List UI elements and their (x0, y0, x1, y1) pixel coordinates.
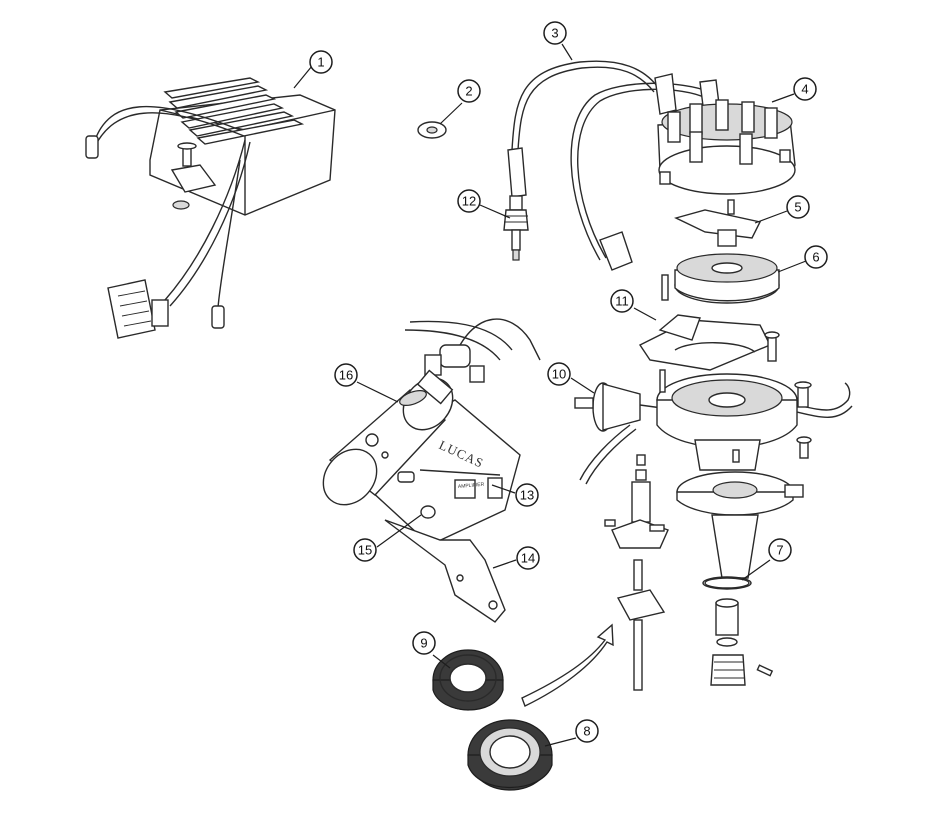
amplifier-module (85, 77, 336, 339)
callout-2: 2 (457, 79, 481, 103)
vacuum-unit (574, 382, 663, 485)
distributor-shaft (604, 454, 669, 691)
callout-4: 4 (793, 77, 817, 101)
distributor-body (656, 369, 853, 471)
callout-1-label: 1 (317, 55, 324, 70)
distributor-cap (657, 99, 796, 195)
callout-8: 8 (575, 719, 599, 743)
rotor-arm (674, 199, 762, 247)
pickup-module (638, 274, 780, 371)
callout-8-label: 8 (583, 724, 590, 739)
callout-7: 7 (768, 538, 792, 562)
callout-14: 14 (516, 546, 540, 570)
callout-13-label: 13 (520, 488, 534, 503)
distributor-housing (676, 471, 804, 590)
coil-assembly: LUCAS AMPLIFIER (322, 318, 541, 623)
callout-9: 9 (412, 631, 436, 655)
callout-10: 10 (547, 362, 571, 386)
callout-16-label: 16 (339, 368, 353, 383)
callout-3: 3 (543, 21, 567, 45)
callout-5: 5 (786, 195, 810, 219)
callout-11-label: 11 (615, 294, 629, 309)
callout-6: 6 (804, 245, 828, 269)
callout-14-label: 14 (521, 551, 535, 566)
callout-9-label: 9 (420, 636, 427, 651)
spark-plug (503, 195, 529, 261)
grommet (417, 121, 447, 139)
callout-12: 12 (457, 189, 481, 213)
callout-2-label: 2 (465, 84, 472, 99)
callout-11: 11 (610, 289, 634, 313)
callout-6-label: 6 (812, 250, 819, 265)
callout-1: 1 (309, 50, 333, 74)
flash-shield (674, 253, 780, 304)
assembly-arrow (521, 623, 614, 707)
callout-7-label: 7 (776, 543, 783, 558)
callout-16: 16 (334, 363, 358, 387)
callout-5-label: 5 (794, 200, 801, 215)
drive-parts (710, 598, 774, 686)
callout-15-label: 15 (358, 543, 372, 558)
callout-10-label: 10 (552, 367, 566, 382)
callout-3-label: 3 (551, 26, 558, 41)
bearing (467, 719, 553, 791)
coil-small-print: AMPLIFIER (458, 482, 485, 490)
callout-15: 15 (353, 538, 377, 562)
callouts: 1 2 3 4 5 6 7 8 (293, 21, 828, 747)
callout-13: 13 (515, 483, 539, 507)
oil-seal (432, 649, 504, 711)
callout-12-label: 12 (462, 194, 476, 209)
callout-4-label: 4 (801, 82, 808, 97)
